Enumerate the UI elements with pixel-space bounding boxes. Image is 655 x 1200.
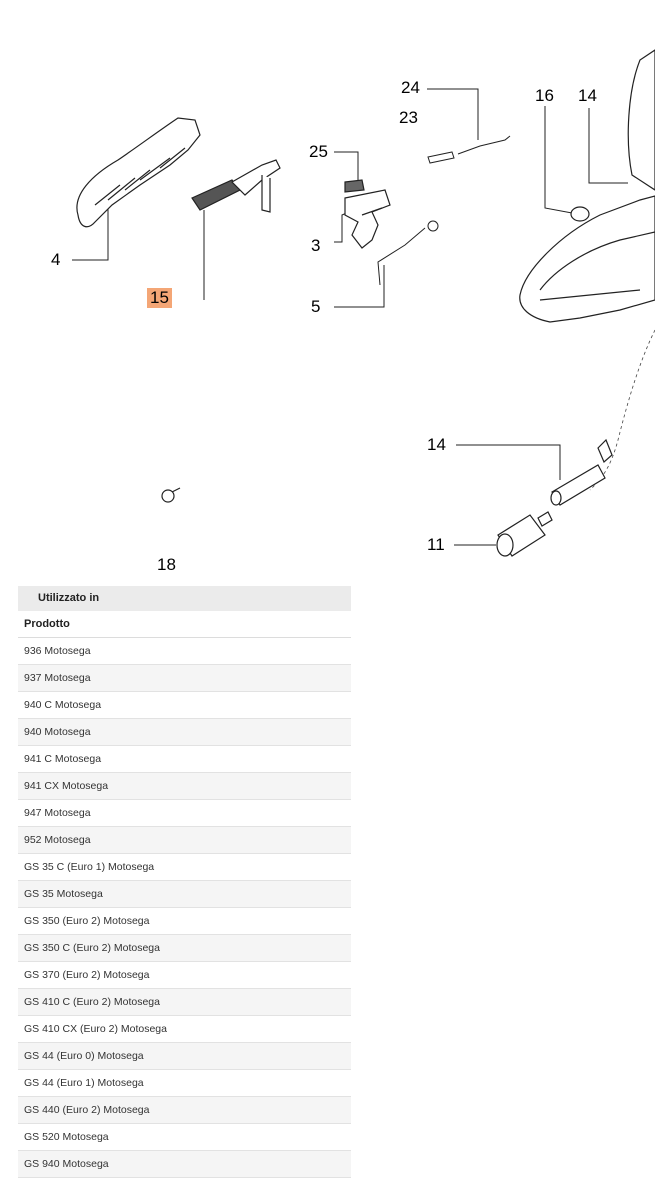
callout-11: 11 [424,535,448,555]
product-row[interactable]: GS 440 (Euro 2) Motosega [18,1097,351,1124]
leader-line-25 [334,151,359,182]
callout-24: 24 [398,78,423,98]
trigger-lockout-part-drawing [344,179,391,249]
leader-line-4 [72,196,109,261]
callout-14-top: 14 [575,86,600,106]
leader-line-14-bottom [456,444,561,480]
spring-part-drawing [377,220,439,286]
leader-line-24 [427,88,479,140]
fuel-hose-path [589,329,655,491]
handle-part-drawing [76,117,201,228]
product-row[interactable]: GS 520 Motosega [18,1124,351,1151]
product-row[interactable]: 941 CX Motosega [18,773,351,800]
product-row[interactable]: 952 Motosega [18,827,351,854]
callout-18: 18 [154,555,179,575]
callout-3: 3 [308,236,324,256]
callout-16: 16 [532,86,557,106]
callout-25: 25 [306,142,331,162]
product-row[interactable]: GS 940 Motosega [18,1151,351,1178]
throttle-lever-part-drawing [191,159,281,213]
product-row[interactable]: GS 350 (Euro 2) Motosega [18,908,351,935]
callout-4: 4 [48,250,64,270]
product-row[interactable]: GS 44 (Euro 1) Motosega [18,1070,351,1097]
product-row[interactable]: GS 370 (Euro 2) Motosega [18,962,351,989]
product-row[interactable]: GS 410 C (Euro 2) Motosega [18,989,351,1016]
callout-15-highlighted[interactable]: 15 [147,288,172,308]
product-row[interactable]: 941 C Motosega [18,746,351,773]
product-row[interactable]: 947 Motosega [18,800,351,827]
fuel-filter-part-drawing [496,511,553,557]
part-18-drawing [161,487,181,503]
product-row[interactable]: 937 Motosega [18,665,351,692]
product-row[interactable]: 936 Motosega [18,638,351,665]
product-row[interactable]: 940 Motosega [18,719,351,746]
pin-parts-drawing [427,135,511,164]
leader-line-14-top [588,108,628,184]
callout-23: 23 [396,108,421,128]
product-row[interactable]: GS 44 (Euro 0) Motosega [18,1043,351,1070]
callout-5: 5 [308,297,324,317]
tank-housing-part-drawing [519,49,655,323]
product-row[interactable]: GS 350 C (Euro 2) Motosega [18,935,351,962]
product-column-header: Prodotto [18,611,351,638]
part-16-drawing [570,206,590,222]
product-row[interactable]: GS 410 CX (Euro 2) Motosega [18,1016,351,1043]
leader-line-16 [544,104,573,214]
parts-diagram: 24 23 16 14 25 4 3 15 5 14 11 18 [0,0,655,580]
product-row[interactable]: GS 35 Motosega [18,881,351,908]
used-in-section-title: Utilizzato in [18,586,351,611]
fuel-hose-part-drawing [550,438,613,506]
callout-14-bottom: 14 [424,435,449,455]
product-row[interactable]: 940 C Motosega [18,692,351,719]
leader-line-5 [334,265,385,308]
product-row[interactable]: GS 35 C (Euro 1) Motosega [18,854,351,881]
exploded-view-drawing [72,49,655,557]
